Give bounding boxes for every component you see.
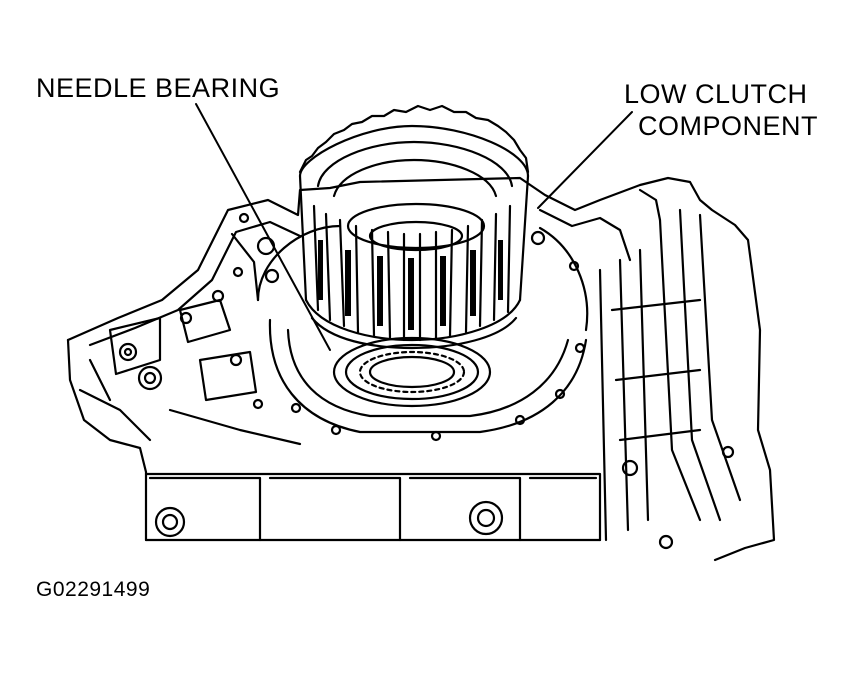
low-clutch-drum [298, 104, 530, 350]
low-clutch-label-line2: COMPONENT [638, 111, 818, 141]
needle-bearing-label: NEEDLE BEARING [36, 73, 281, 103]
transmission-case [66, 176, 776, 562]
figure-id: G02291499 [36, 578, 151, 601]
needle-bearing-leader [195, 103, 331, 351]
low-clutch-leader [537, 111, 633, 209]
needle-bearing-ring [332, 336, 492, 408]
low-clutch-label-line1: LOW CLUTCH [624, 79, 808, 109]
